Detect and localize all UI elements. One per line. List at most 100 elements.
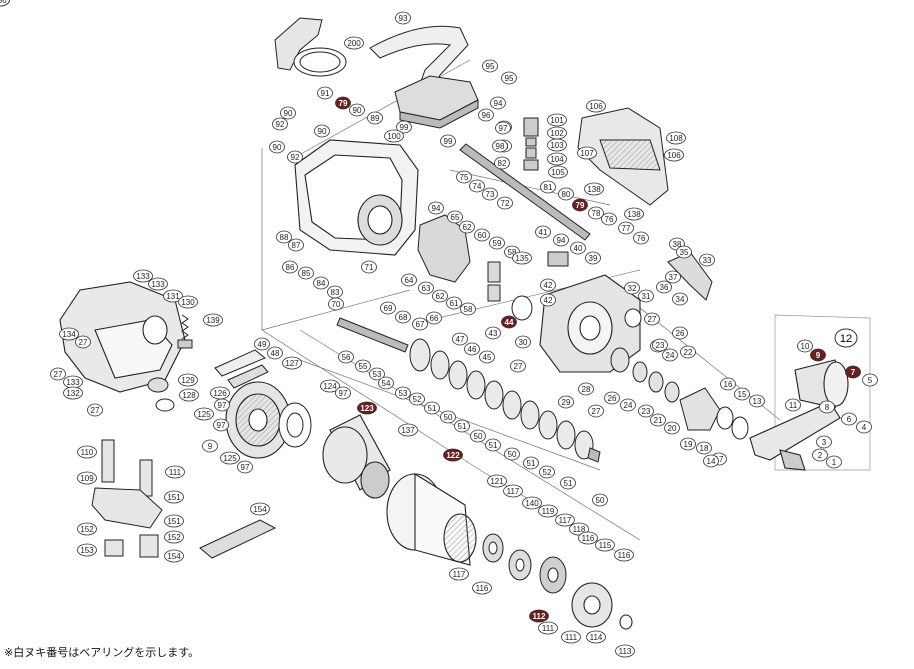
callout-label: 90 <box>353 106 362 115</box>
callout-200: 200 <box>344 36 364 50</box>
callout-label: 126 <box>213 389 227 398</box>
callout-label: 108 <box>669 134 683 143</box>
callout-94: 94 <box>490 96 506 110</box>
callout-label: 117 <box>453 570 466 579</box>
callout-label: 119 <box>542 507 555 516</box>
callout-label: 52 <box>543 468 552 477</box>
callout-60: 60 <box>474 228 490 242</box>
callout-label: 8 <box>825 403 830 412</box>
callout-36: 36 <box>656 280 672 294</box>
callout-92: 92 <box>287 150 303 164</box>
callout-117: 117 <box>449 567 469 581</box>
callout-label: 50 <box>474 432 483 441</box>
callout-label: 4 <box>862 423 867 432</box>
part-127-brake-plate <box>214 349 269 389</box>
callout-27: 27 <box>510 359 526 373</box>
callout-93: 93 <box>395 11 411 25</box>
part-62-click-mechanism <box>417 214 501 302</box>
callout-label: 125 <box>223 454 237 463</box>
callout-52: 52 <box>539 465 555 479</box>
callout-77: 77 <box>618 221 634 235</box>
callout-label: 2 <box>818 451 823 460</box>
callout-47: 47 <box>452 332 468 346</box>
callout-106: 106 <box>586 99 606 113</box>
callout-33: 33 <box>699 253 715 267</box>
callout-label: 15 <box>738 390 747 399</box>
callout-label: 94 <box>494 99 503 108</box>
callout-label: 133 <box>151 280 165 289</box>
callout-113: 113 <box>615 644 635 658</box>
callout-label: 51 <box>489 441 498 450</box>
callout-label: 50 <box>596 496 605 505</box>
part-119-spool-bearings <box>482 533 532 581</box>
callout-label: 114 <box>590 633 603 642</box>
part-125-side-plate-left <box>225 381 291 459</box>
part-137-ring <box>278 402 312 448</box>
callout-133: 133 <box>63 375 83 389</box>
callout-label: 24 <box>624 401 633 410</box>
callout-76: 76 <box>601 212 617 226</box>
callout-label: 51 <box>527 459 536 468</box>
callout-label: 111 <box>169 468 182 477</box>
callout-label: 78 <box>592 209 601 218</box>
callout-label: 76 <box>637 234 646 243</box>
callout-label: 3 <box>822 438 827 447</box>
callout-30: 30 <box>515 335 531 349</box>
callout-label: 93 <box>399 14 408 23</box>
callout-71: 71 <box>361 260 377 274</box>
callout-label: 24 <box>666 351 675 360</box>
callout-111: 111 <box>561 630 581 644</box>
callout-label: 26 <box>676 329 685 338</box>
callout-51: 51 <box>485 438 501 452</box>
callout-87: 87 <box>288 238 304 252</box>
part-121-motor <box>322 414 391 499</box>
callout-label: 51 <box>564 479 573 488</box>
callout-label: 140 <box>525 499 539 508</box>
callout-label: 42 <box>544 296 553 305</box>
callout-94: 94 <box>553 233 569 247</box>
callout-22: 22 <box>680 345 696 359</box>
callout-62: 62 <box>432 289 448 303</box>
callout-97: 97 <box>214 398 230 412</box>
callout-label: 105 <box>551 168 565 177</box>
callout-108: 108 <box>666 131 686 145</box>
callout-89: 89 <box>367 111 383 125</box>
callout-97: 97 <box>213 418 229 432</box>
callout-90: 90 <box>280 106 296 120</box>
callout-90: 90 <box>269 140 285 154</box>
callout-53: 53 <box>395 386 411 400</box>
part-30-right-side-plate <box>539 274 641 373</box>
callout-116: 116 <box>578 531 598 545</box>
callout-90: 90 <box>314 124 330 138</box>
part-110-right-spool-plate <box>571 582 633 630</box>
callout-label: 97 <box>241 463 250 472</box>
callout-9: 9 <box>202 439 218 453</box>
callout-138: 138 <box>584 182 604 196</box>
callout-label: 75 <box>460 173 469 182</box>
callout-37: 37 <box>665 270 681 284</box>
callout-103: 103 <box>547 138 567 152</box>
callout-50: 50 <box>592 493 608 507</box>
callout-label: 128 <box>182 391 196 400</box>
callout-label: 81 <box>544 183 553 192</box>
callout-41: 41 <box>535 225 551 239</box>
svg-text:12: 12 <box>840 333 852 345</box>
callout-label: 45 <box>483 353 492 362</box>
callout-5: 5 <box>862 373 878 387</box>
callout-label: 138 <box>627 210 641 219</box>
callout-110: 110 <box>77 445 97 459</box>
callout-label: 79 <box>339 99 348 108</box>
callout-63: 63 <box>418 281 434 295</box>
callout-62: 62 <box>459 220 475 234</box>
callout-42: 42 <box>540 278 556 292</box>
callout-27: 27 <box>50 367 66 381</box>
part-108-side-cover <box>577 107 669 206</box>
callout-label: 104 <box>550 155 564 164</box>
callout-80: 80 <box>558 187 574 201</box>
callout-91: 91 <box>317 86 333 100</box>
callout-label: 152 <box>167 533 181 542</box>
callout-label: 77 <box>622 224 631 233</box>
callout-label: 50 <box>508 450 517 459</box>
callout-3: 3 <box>816 435 832 449</box>
callout-label: 89 <box>371 114 380 123</box>
